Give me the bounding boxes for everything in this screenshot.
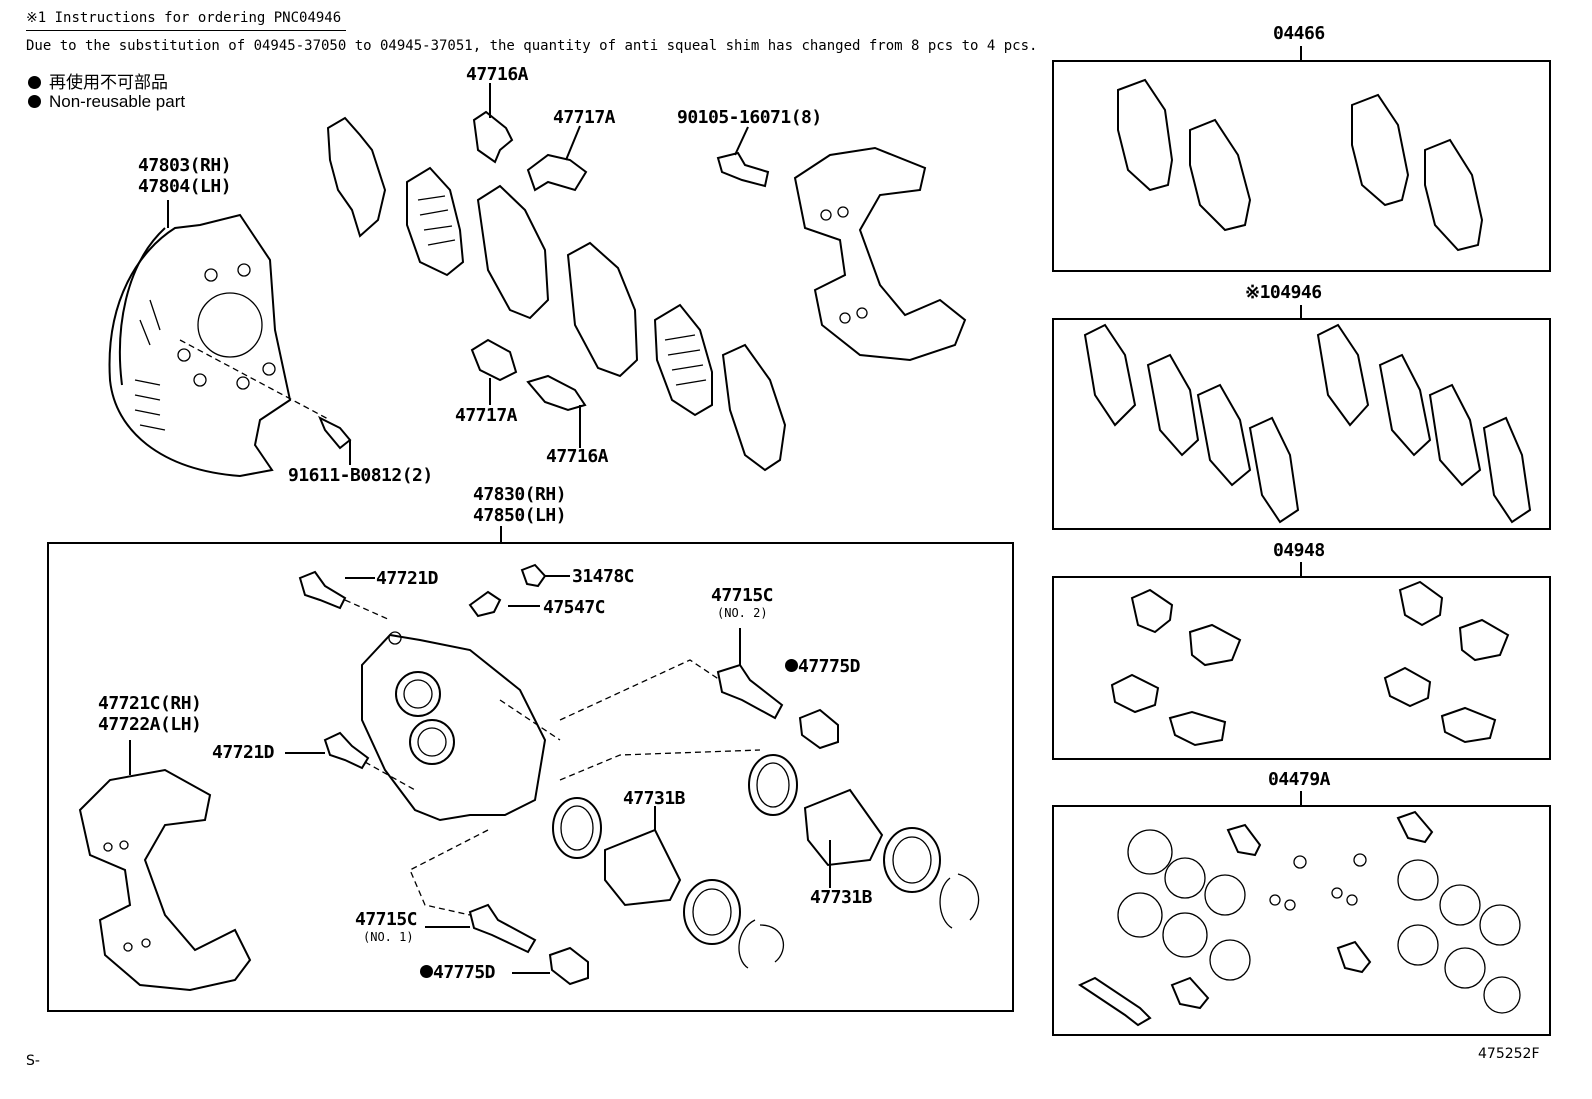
part-label-47717a-bottom[interactable]: 47717A [455, 405, 518, 426]
mounting-bracket-bottom [78, 740, 252, 992]
part-label-91611-b0812[interactable]: 91611-B0812(2) [288, 465, 433, 486]
part-label-47775d-top-text: 47775D [798, 656, 861, 677]
part-label-47775d-bottom-text: 47775D [433, 962, 496, 983]
part-label-47775d-top[interactable]: 47775D [785, 656, 861, 677]
non-reusable-dot-icon [28, 95, 41, 108]
caliper-body-shape [344, 599, 761, 916]
kit-04479a-contents [1077, 810, 1521, 1027]
non-reusable-dot-icon [420, 965, 433, 978]
kit-04466-contents [1117, 78, 1484, 252]
part-label-47803-rh[interactable]: 47803(RH) [138, 155, 232, 176]
legend-jp-text: 再使用不可部品 [49, 73, 168, 92]
part-label-47716a-top[interactable]: 47716A [466, 64, 529, 85]
part-label-47731b-mid[interactable]: 47731B [623, 788, 686, 809]
part-label-47721c-rh[interactable]: 47721C(RH) [98, 693, 202, 714]
kit-04946-contents [1083, 323, 1532, 524]
kit-04948-contents [1110, 580, 1510, 747]
mounting-bracket-top [793, 146, 967, 362]
non-reusable-dot-icon [785, 659, 798, 672]
part-label-47850-lh[interactable]: 47850(LH) [473, 505, 567, 526]
part-label-47731b-right[interactable]: 47731B [810, 887, 873, 908]
part-label-47715c-no2[interactable]: 47715C [711, 585, 774, 606]
kit-box-04946 [1052, 318, 1551, 530]
part-sublabel-no1: (NO. 1) [363, 930, 414, 944]
part-label-47722a-lh[interactable]: 47722A(LH) [98, 714, 202, 735]
legend-jp: 再使用不可部品 [28, 68, 168, 93]
kit-label-04466[interactable]: 04466 [1273, 23, 1325, 44]
ordering-note-rule [26, 30, 346, 31]
part-label-47830-rh[interactable]: 47830(RH) [473, 484, 567, 505]
part-sublabel-no2: (NO. 2) [717, 606, 768, 620]
non-reusable-dot-icon [28, 76, 41, 89]
part-label-47547c[interactable]: 47547C [543, 597, 606, 618]
part-label-47804-lh[interactable]: 47804(LH) [138, 176, 232, 197]
kit-label-04479a[interactable]: 04479A [1268, 769, 1331, 790]
footer-left-code: S- [26, 1053, 40, 1069]
kit-label-04946[interactable]: ※104946 [1245, 282, 1322, 303]
legend-en: Non-reusable part [28, 92, 185, 112]
pads-and-shims-top [326, 83, 787, 472]
part-label-47721d-top[interactable]: 47721D [376, 568, 439, 589]
ordering-note-body: Due to the substitution of 04945-37050 t… [26, 38, 1038, 54]
dust-cover-shape [108, 213, 352, 478]
caliper-small-parts [298, 563, 980, 986]
kit-label-04948[interactable]: 04948 [1273, 540, 1325, 561]
part-label-47775d-bottom[interactable]: 47775D [420, 962, 496, 983]
part-label-47721d-mid[interactable]: 47721D [212, 742, 275, 763]
part-label-47716a-bottom[interactable]: 47716A [546, 446, 609, 467]
ordering-note-title: ※1 Instructions for ordering PNC04946 [26, 10, 342, 26]
part-label-90105-16071[interactable]: 90105-16071(8) [677, 107, 822, 128]
caliper-assembly-box [47, 542, 1014, 1012]
part-label-31478c[interactable]: 31478C [572, 566, 635, 587]
part-label-47717a-top[interactable]: 47717A [553, 107, 616, 128]
part-label-47715c-no1[interactable]: 47715C [355, 909, 418, 930]
illustration-number: 475252F [1478, 1046, 1540, 1062]
kit-box-04948 [1052, 576, 1551, 760]
legend-en-text: Non-reusable part [49, 92, 186, 111]
